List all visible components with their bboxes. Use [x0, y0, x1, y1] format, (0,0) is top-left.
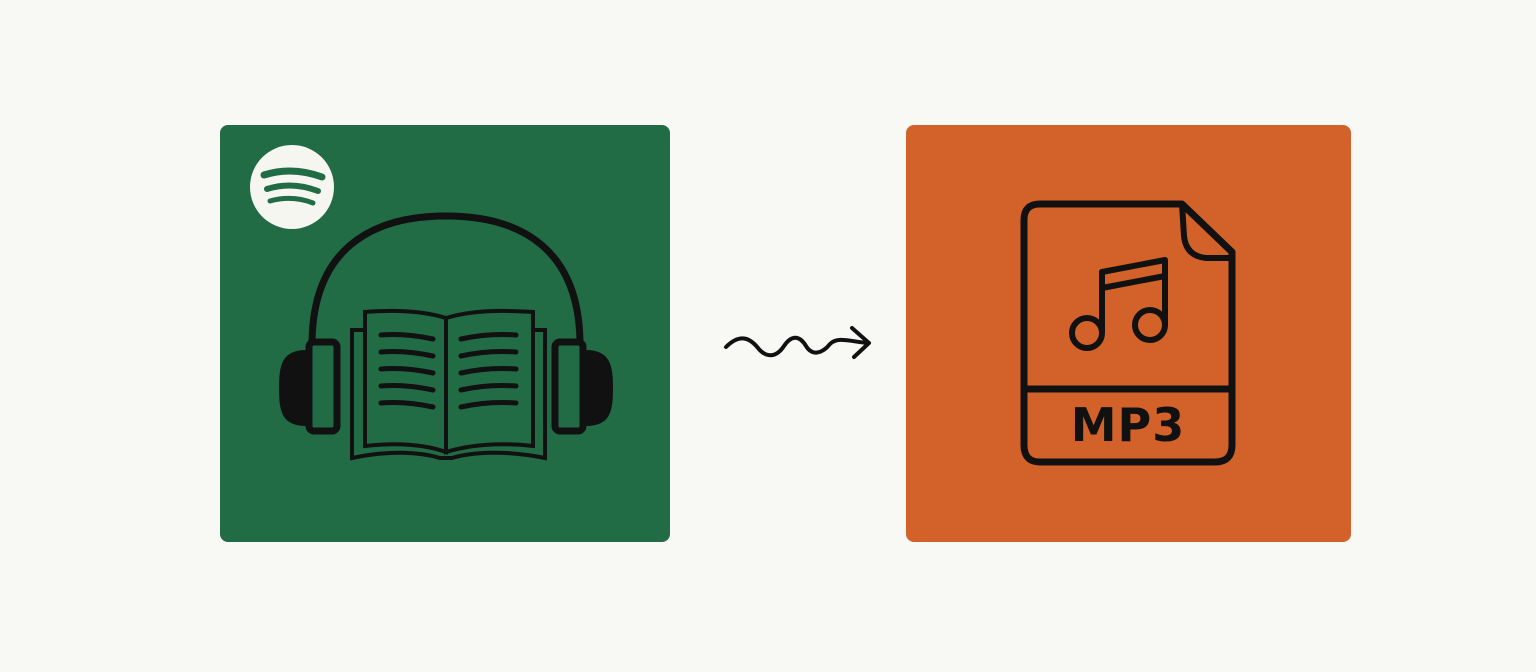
- music-note-icon: [1069, 257, 1168, 351]
- spotify-logo: [250, 145, 334, 229]
- mp3-file-icon: [1020, 200, 1236, 466]
- open-book-icon: [350, 308, 547, 461]
- mp3-label: MP3: [1070, 398, 1186, 452]
- mp3-card: [906, 125, 1351, 542]
- squiggly-arrow-right-icon: [724, 326, 871, 359]
- headphones-icon: [278, 212, 614, 435]
